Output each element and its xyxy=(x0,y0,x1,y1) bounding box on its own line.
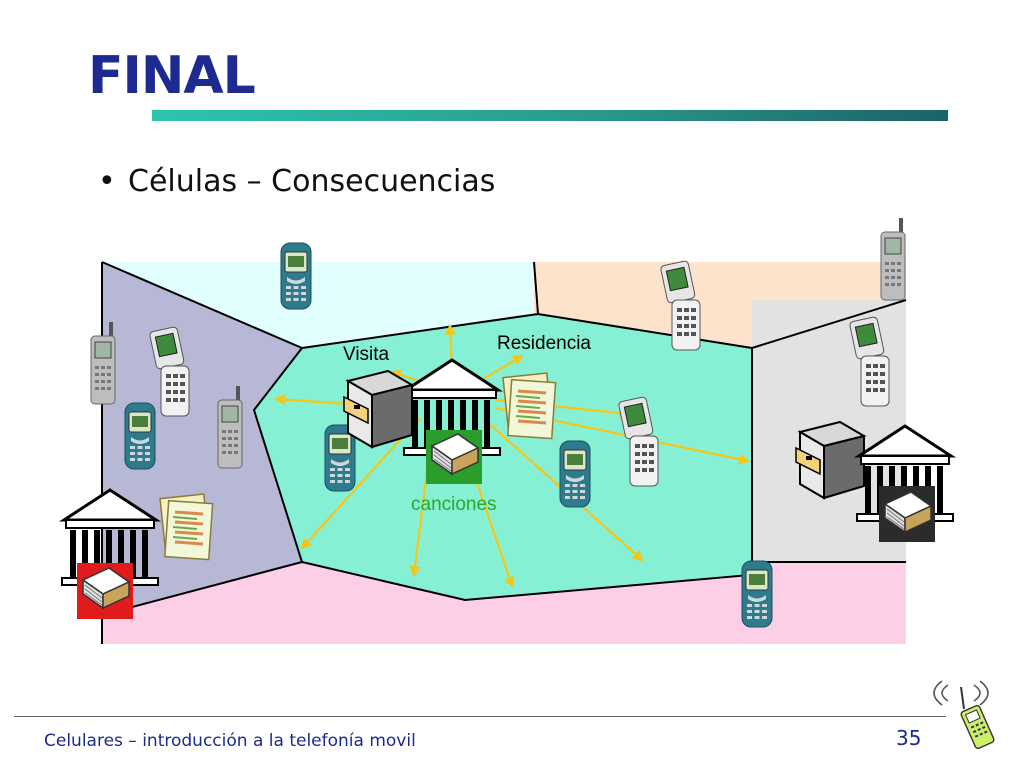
slide-title: FINAL xyxy=(88,46,256,106)
nokia-phone-icon xyxy=(280,242,312,310)
wireless-phone-logo-icon xyxy=(933,680,995,750)
documents-icon xyxy=(501,371,558,441)
title-underline xyxy=(152,110,948,121)
bullet-dot: • xyxy=(98,164,116,199)
label-visita: Visita xyxy=(343,344,390,365)
cell-bottom xyxy=(102,562,906,644)
nokia-phone-icon xyxy=(124,402,156,470)
page-number: 35 xyxy=(896,726,922,750)
filing-cabinet-icon xyxy=(343,370,413,448)
documents-icon xyxy=(158,492,215,562)
bullet-item: • Células – Consecuencias xyxy=(98,164,495,199)
arrow-bottom-left xyxy=(300,417,421,550)
nokia-phone-icon xyxy=(559,440,591,508)
nokia-phone-icon xyxy=(741,560,773,628)
silver-phone-icon xyxy=(880,217,906,301)
filing-cabinet-icon xyxy=(795,421,865,499)
footer-text: Celulares – introducción a la telefonía … xyxy=(44,731,416,751)
label-residencia: Residencia xyxy=(497,333,591,354)
footer-divider xyxy=(14,716,946,717)
bullet-text: Células – Consecuencias xyxy=(128,164,496,199)
label-canciones: canciones xyxy=(411,494,497,515)
